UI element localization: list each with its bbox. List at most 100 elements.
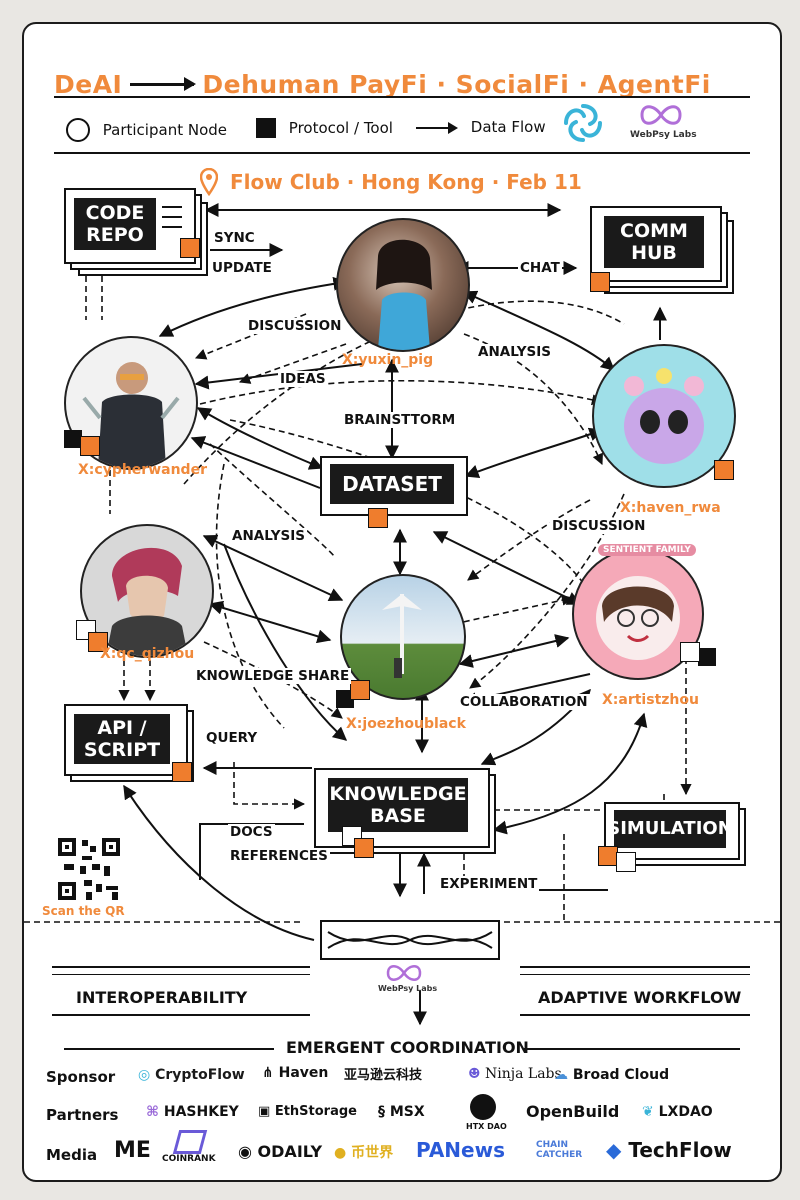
sponsor-row-label: Sponsor — [46, 1068, 116, 1086]
adaptive-line-bottom — [520, 1014, 750, 1016]
bishijie-icon: ● — [334, 1145, 347, 1161]
edge-label-analysis-1: ANALYSIS — [476, 344, 553, 360]
partner-openbuild[interactable]: OpenBuild — [526, 1102, 620, 1121]
edge-label-ideas: IDEAS — [278, 371, 328, 387]
joe-marker-black — [336, 690, 354, 708]
participant-haven[interactable] — [592, 344, 736, 488]
ninja-icon: ☻ — [468, 1066, 481, 1082]
square-icon — [256, 118, 276, 138]
participant-yuxin-label: X:yuxin_pig — [342, 352, 434, 368]
api-script-tool-marker — [172, 762, 192, 782]
qc-tool-marker — [88, 632, 108, 652]
edge-label-sync: SYNC — [212, 230, 257, 246]
media-row-label: Media — [46, 1146, 98, 1164]
node-dataset[interactable]: DATASET — [320, 456, 468, 516]
simulation-label: SIMULATION — [607, 810, 733, 848]
node-code-repo[interactable]: CODE REPO — [64, 188, 208, 276]
arrow-icon — [416, 121, 458, 134]
cypherwander-marker-orange — [80, 436, 100, 456]
api-script-label: API / SCRIPT — [74, 714, 170, 764]
avatar-qc-icon — [106, 547, 188, 656]
poster-title: DeAI Dehuman PayFi · SocialFi · AgentFi — [54, 70, 711, 99]
cypherwander-marker-black — [64, 430, 82, 448]
pipeline-block — [320, 920, 500, 960]
avatar-haven-icon — [624, 368, 704, 464]
participant-joe[interactable] — [340, 574, 466, 700]
simulation-tool-marker — [598, 846, 618, 866]
dataset-tool-marker — [368, 508, 388, 528]
sponsor-haven[interactable]: ⋔ Haven — [262, 1065, 329, 1081]
odaily-icon: ◉ — [238, 1142, 252, 1161]
media-me[interactable]: ME — [114, 1138, 151, 1163]
edge-label-experiment: EXPERIMENT — [438, 876, 540, 892]
media-techflow[interactable]: ◆ TechFlow — [606, 1138, 732, 1162]
emergent-line-right — [524, 1048, 740, 1050]
msx-icon: § — [378, 1104, 385, 1120]
edge-label-query: QUERY — [204, 730, 260, 746]
interop-line-bottom — [52, 1014, 310, 1016]
edge-label-brainstorm: BRAINSTTORM — [342, 412, 458, 428]
node-api-script[interactable]: API / SCRIPT — [64, 704, 206, 788]
title-arrow-icon — [130, 76, 197, 91]
poster-frame: DeAI Dehuman PayFi · SocialFi · AgentFi P… — [22, 22, 782, 1182]
partner-hashkey[interactable]: ⌘ HASHKEY — [146, 1104, 239, 1120]
edge-label-docs: DOCS — [228, 824, 275, 840]
adaptive-workflow-label: ADAPTIVE WORKFLOW — [538, 988, 742, 1007]
participant-qc-label: X:qc_qizhou — [100, 646, 195, 662]
edge-label-collaboration: COLLABORATION — [458, 694, 590, 710]
edge-label-references: REFERENCES — [228, 848, 330, 864]
qr-code-icon[interactable] — [56, 836, 122, 902]
sponsor-broad-cloud[interactable]: ☁ Broad Cloud — [554, 1067, 670, 1083]
sponsor-ninja-labs[interactable]: ☻ Ninja Labs — [468, 1066, 562, 1082]
title-divider — [54, 96, 750, 98]
partner-msx[interactable]: § MSX — [378, 1104, 425, 1120]
participant-cypherwander-label: X:cypherwander — [78, 462, 207, 478]
artist-marker-black — [698, 648, 716, 666]
techflow-icon: ◆ — [606, 1138, 622, 1162]
participant-artist[interactable] — [572, 548, 704, 680]
code-repo-label: CODE REPO — [74, 198, 156, 250]
node-comm-hub[interactable]: COMM HUB — [590, 206, 734, 294]
knowledge-base-tool-marker — [354, 838, 374, 858]
hashkey-icon: ⌘ — [146, 1104, 159, 1120]
sponsor-cryptoflow[interactable]: ◎ CryptoFlow — [138, 1067, 245, 1083]
title-left: DeAI — [54, 70, 123, 99]
haven-icon: ⋔ — [262, 1065, 274, 1081]
joe-tool-marker — [350, 680, 370, 700]
media-bishijie[interactable]: ● 币世界 — [334, 1145, 394, 1161]
cryptoflow-icon: ◎ — [138, 1067, 151, 1083]
webpsy-bottom-logo-icon — [386, 965, 422, 981]
lxdao-icon: ❦ — [642, 1104, 654, 1120]
partner-htx-dao[interactable]: HTX DAO — [466, 1122, 507, 1131]
partners-row-label: Partners — [46, 1106, 119, 1124]
media-chain-catcher[interactable]: CHAIN CATCHER — [536, 1140, 583, 1160]
haven-tool-marker — [714, 460, 734, 480]
artist-marker-white — [680, 642, 700, 662]
comm-hub-label: COMM HUB — [604, 216, 704, 268]
legend-divider — [54, 152, 750, 154]
dataset-label: DATASET — [330, 464, 454, 504]
ethstorage-icon: ▣ — [258, 1104, 271, 1119]
title-right: Dehuman PayFi · SocialFi · AgentFi — [202, 70, 711, 99]
partner-ethstorage[interactable]: ▣ EthStorage — [258, 1104, 357, 1119]
avatar-joe-icon — [382, 594, 422, 678]
partner-lxdao[interactable]: ❦ LXDAO — [642, 1104, 713, 1120]
edge-label-discussion-2: DISCUSSION — [550, 518, 648, 534]
qr-label: Scan the QR — [42, 904, 125, 918]
participant-yuxin[interactable] — [336, 218, 470, 352]
circle-icon — [66, 118, 90, 142]
knowledge-base-label: KNOWLEDGE BASE — [328, 778, 468, 832]
legend-flow: Data Flow — [416, 118, 546, 136]
htx-dao-icon — [470, 1094, 496, 1120]
participant-haven-label: X:haven_rwa — [620, 500, 721, 516]
event-location: Flow Club · Hong Kong · Feb 11 — [230, 170, 582, 194]
swirl-logo-icon — [564, 104, 602, 142]
media-coinrank[interactable]: COINRANK — [162, 1154, 216, 1164]
edge-label-analysis-2: ANALYSIS — [230, 528, 307, 544]
media-panews[interactable]: PANews — [416, 1138, 505, 1162]
legend-logo-text: WebPsy Labs — [630, 130, 697, 140]
participant-artist-label: X:artistzhou — [602, 692, 699, 708]
media-odaily[interactable]: ◉ ODAILY — [238, 1142, 323, 1161]
sponsor-aws[interactable]: 亚马逊云科技 — [344, 1068, 423, 1083]
adaptive-line-top — [520, 966, 750, 968]
